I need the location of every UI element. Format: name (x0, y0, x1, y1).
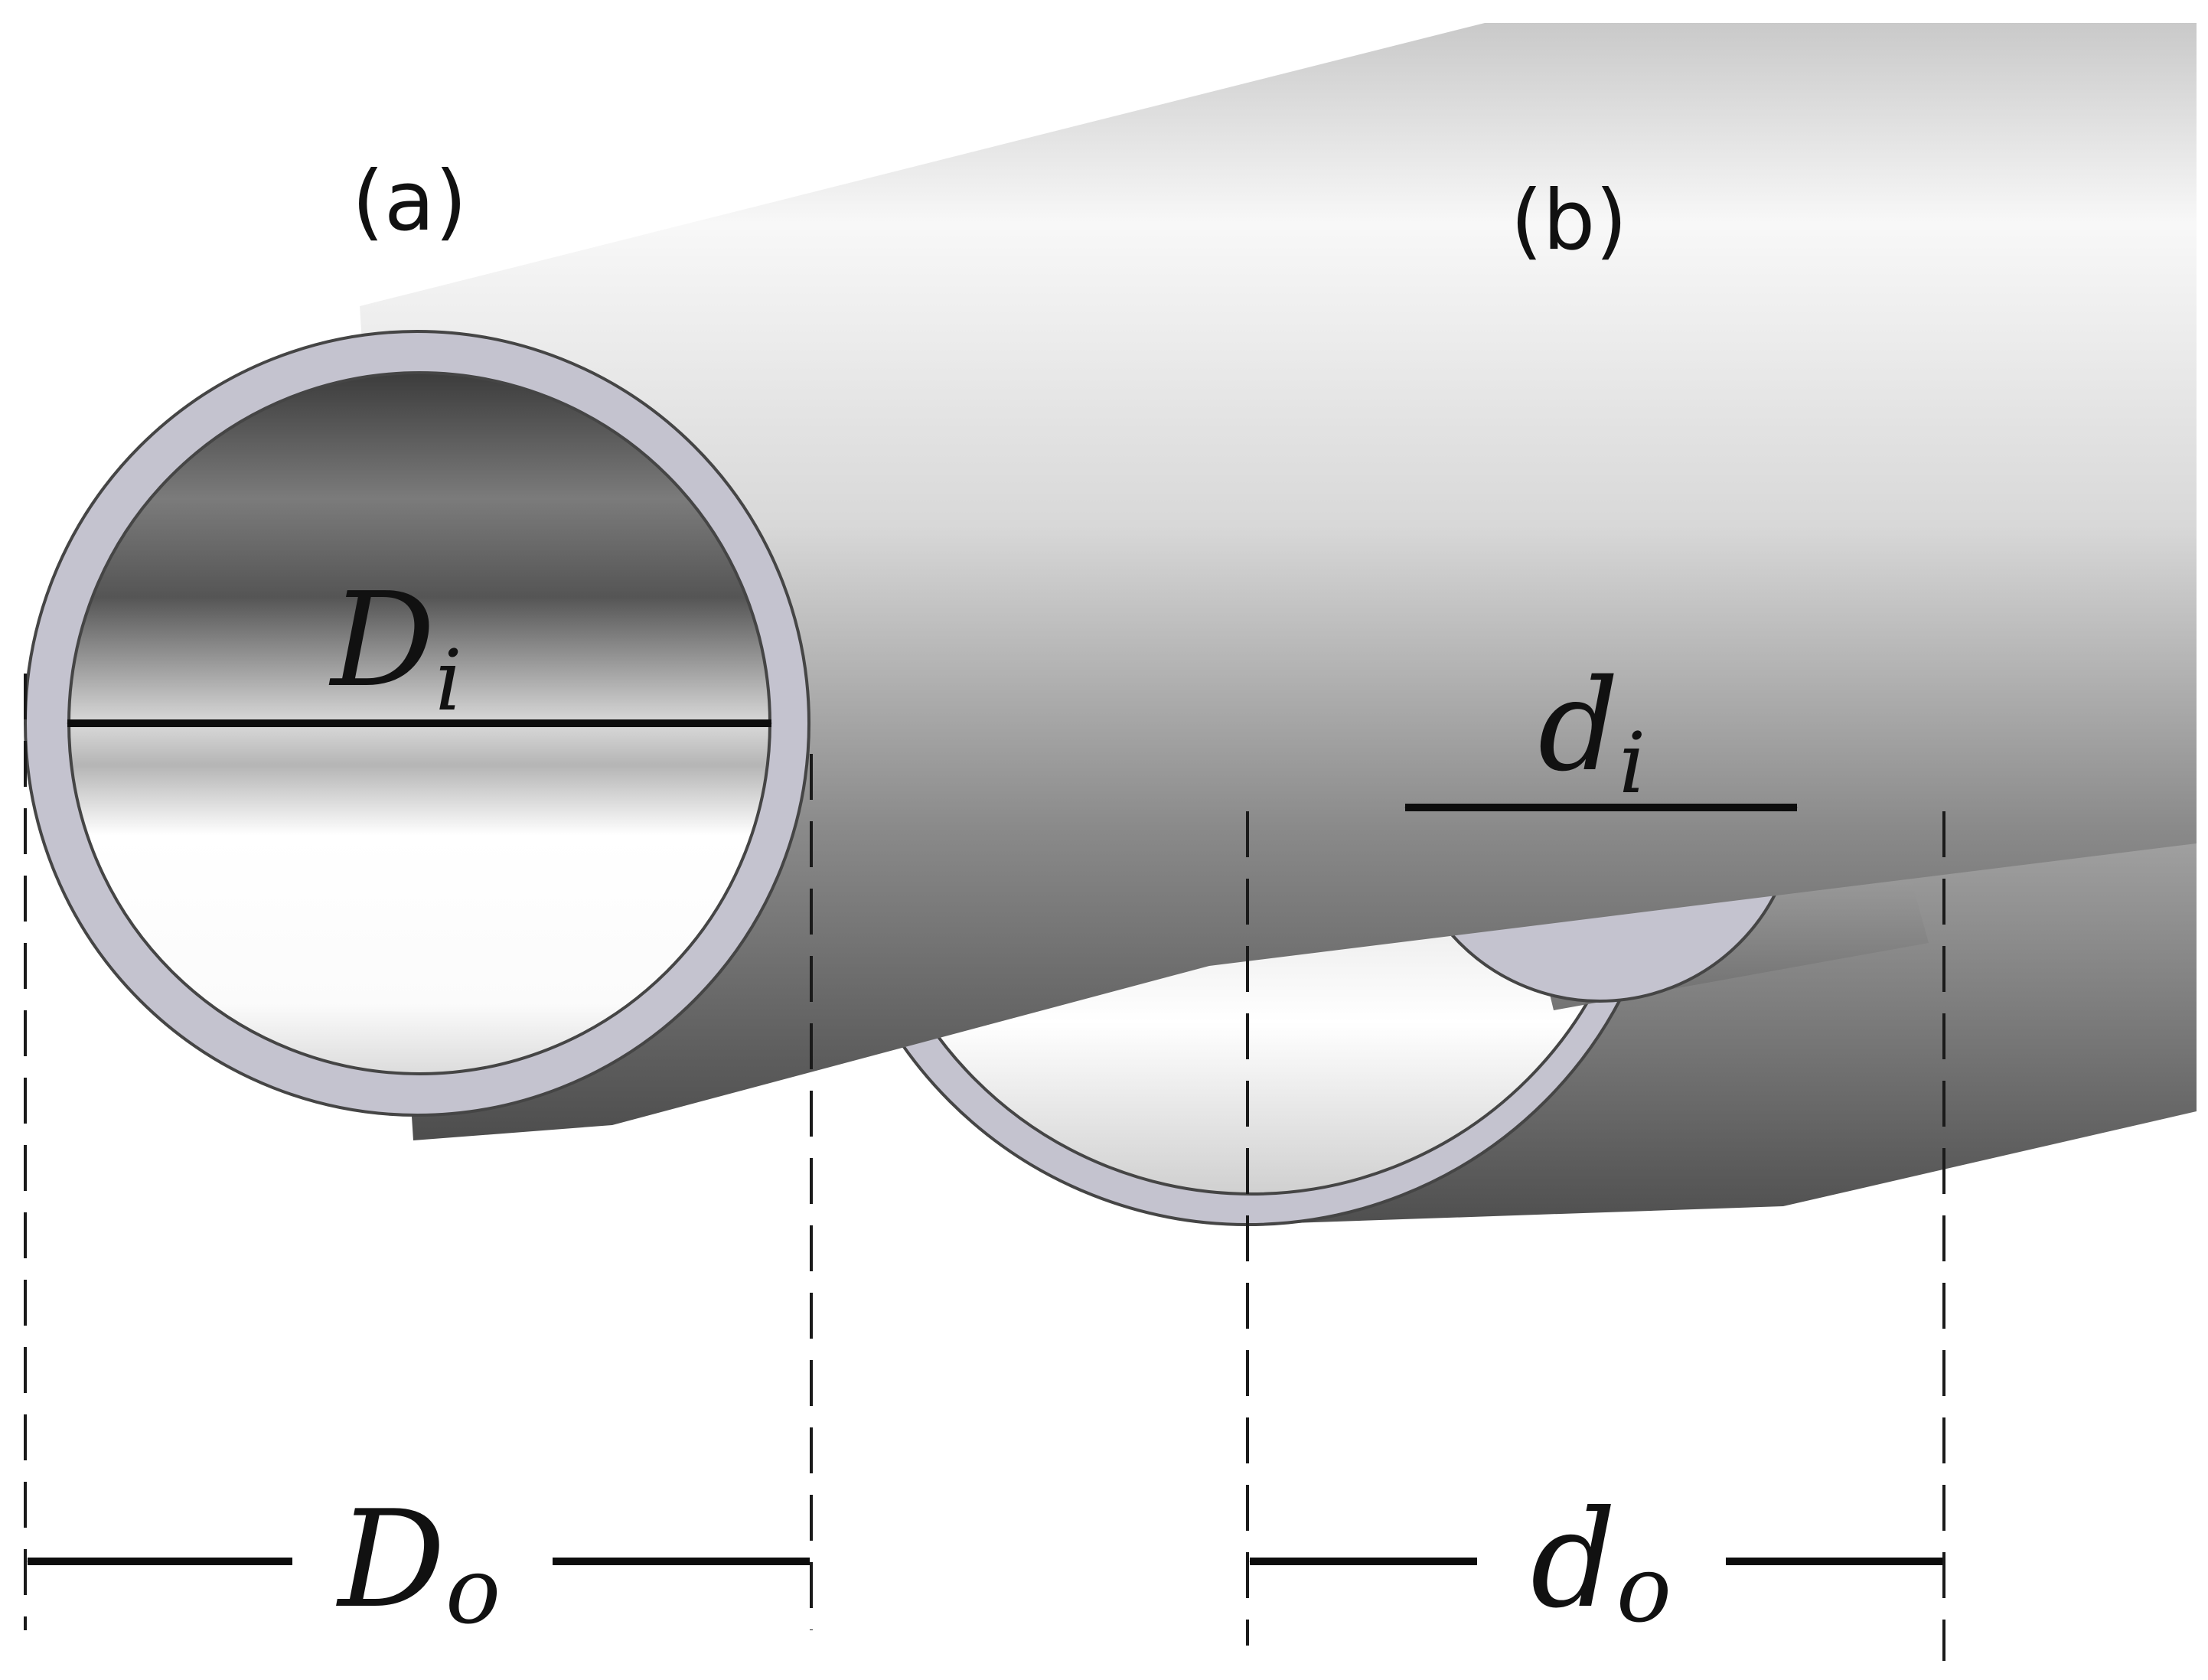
dimension-Di-symbol: Di (328, 565, 462, 729)
Do-subscript: o (445, 1538, 501, 1645)
extension-lines (24, 674, 1945, 1661)
dimension-di: di (1404, 652, 1798, 812)
panel-label-a: (a) (352, 154, 467, 250)
dimension-do-symbol: do (1531, 1483, 1671, 1643)
panel-label-b: (b) (1511, 173, 1628, 269)
dimension-Di: Di (67, 565, 772, 729)
dimension-di-symbol: di (1538, 652, 1646, 812)
dimension-Do: Do (27, 1483, 810, 1645)
Di-subscript: i (435, 631, 462, 729)
do-subscript: o (1616, 1537, 1671, 1643)
pipe-a-outer-body (360, 23, 2197, 1140)
di-subscript: i (1619, 714, 1645, 812)
dimension-do: do (1249, 1483, 1943, 1643)
do-main: d (1531, 1483, 1616, 1638)
Di-main: D (328, 565, 435, 716)
dimension-Do-symbol: Do (336, 1483, 501, 1645)
di-main: d (1538, 652, 1619, 799)
Do-main: D (336, 1483, 445, 1638)
